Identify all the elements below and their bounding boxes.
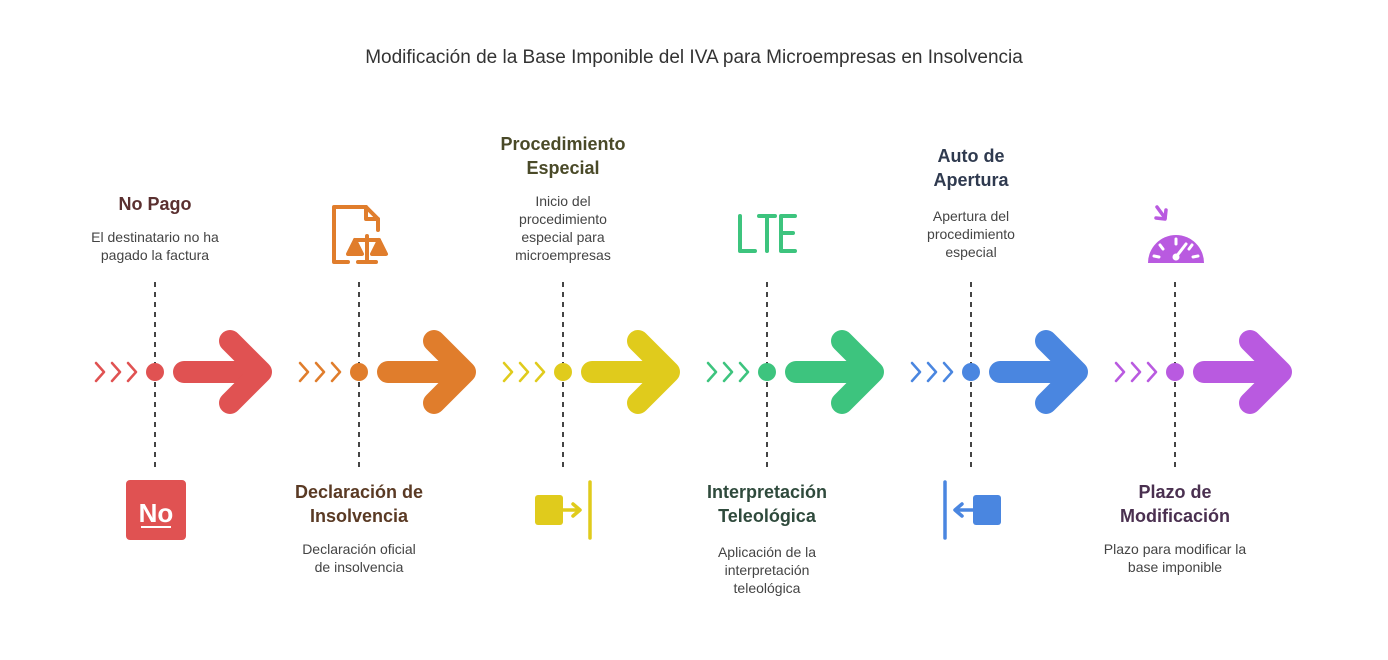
arrow-from-line-icon <box>943 480 1001 540</box>
gauge-icon <box>1148 205 1204 263</box>
step-6-marker <box>1114 282 1292 468</box>
step-4-arrow <box>785 330 884 414</box>
step-4-title: Interpretación Teleológica <box>677 480 857 528</box>
step-5-arrow <box>989 330 1088 414</box>
step-1-description: El destinatario no ha pagado la factura <box>91 229 219 263</box>
step-6-title: Plazo de Modificación <box>1085 480 1265 528</box>
step-2-title: Declaración de Insolvencia <box>269 480 449 528</box>
step-2-title-text: Declaración de Insolvencia <box>294 482 424 526</box>
step-5-description-text: Apertura del procedimiento especial <box>927 208 1015 260</box>
step-5-title-text: Auto de Apertura <box>933 146 1009 190</box>
step-1-arrow <box>173 330 272 414</box>
step-6-title-text: Plazo de Modificación <box>1119 482 1230 526</box>
step-6-description: Plazo para modificar la base imponible <box>1095 540 1255 576</box>
step-5-marker <box>910 282 1088 468</box>
step-6-arrow <box>1193 330 1292 414</box>
legal-document-scale-icon <box>332 205 388 264</box>
svg-text:No: No <box>139 498 174 528</box>
step-2-description-text: Declaración oficial de insolvencia <box>302 541 416 575</box>
step-3-description-text: Inicio del procedimiento especial para m… <box>515 193 611 263</box>
step-1-marker <box>94 282 272 468</box>
step-3-title-text: Procedimiento Especial <box>500 134 626 178</box>
step-3-title: Procedimiento Especial <box>473 132 653 180</box>
step-2-arrow <box>377 330 476 414</box>
step-3-marker <box>502 282 680 468</box>
lte-icon <box>738 214 797 253</box>
step-4-description-text: Aplicación de la interpretación teleológ… <box>717 544 817 596</box>
step-1-title: No Pago <box>118 194 192 214</box>
step-6-description-text: Plazo para modificar la base imponible <box>1103 541 1247 575</box>
step-5-description: Apertura del procedimiento especial <box>891 207 1051 261</box>
step-4-marker <box>706 282 884 468</box>
step-5-title: Auto de Apertura <box>881 144 1061 192</box>
step-3-description: Inicio del procedimiento especial para m… <box>483 192 643 264</box>
step-3-arrow <box>581 330 680 414</box>
step-2-description: Declaración oficial de insolvencia <box>279 540 439 576</box>
step-4-title-text: Interpretación Teleológica <box>706 482 828 526</box>
arrow-to-line-icon <box>535 480 592 540</box>
no-icon: No <box>126 480 186 540</box>
step-4-description: Aplicación de la interpretación teleológ… <box>687 543 847 597</box>
diagram-title: Modificación de la Base Imponible del IV… <box>365 47 1023 68</box>
step-2-marker <box>298 282 476 468</box>
